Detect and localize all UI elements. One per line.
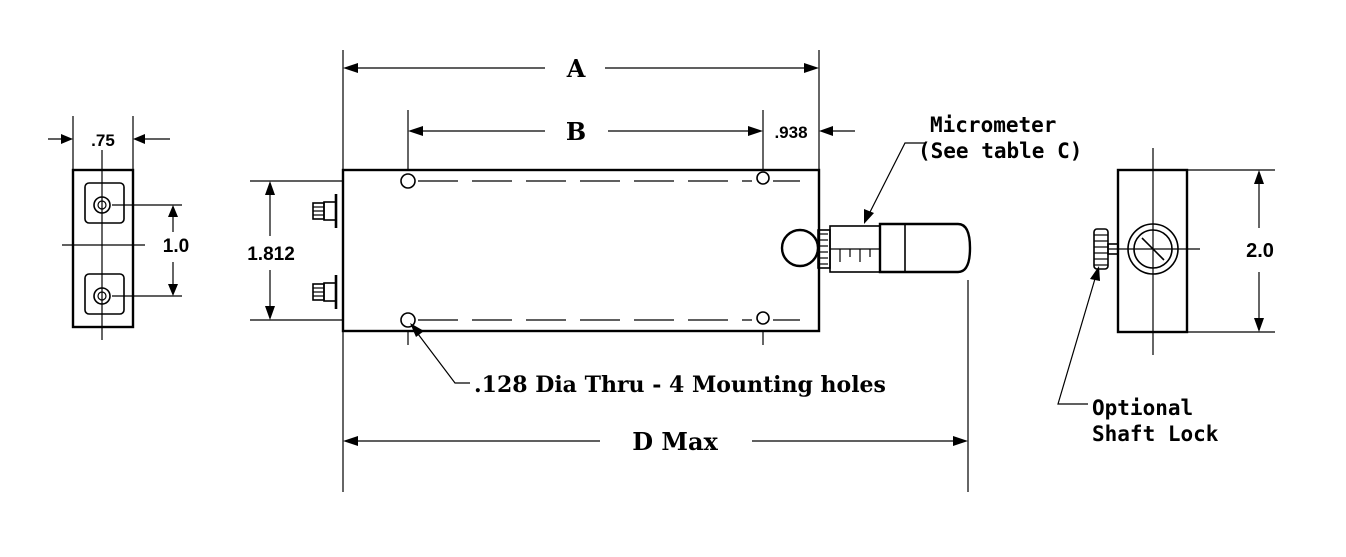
shaft-lock-knob <box>1093 228 1119 270</box>
callout-mounting-holes: .128 Dia Thru - 4 Mounting holes <box>474 372 886 398</box>
micrometer <box>780 222 972 274</box>
stage-body <box>341 168 821 333</box>
callout-micrometer-2: (See table C) <box>918 139 1082 163</box>
side-view-right: 2.0 Optional Shaft Lock <box>1057 148 1275 446</box>
dim-height: 1.812 <box>247 244 295 265</box>
mounting-hole-1 <box>400 173 416 189</box>
dim-B: B <box>566 117 586 146</box>
mount-block-top <box>84 182 125 224</box>
dim-D: D Max <box>632 427 718 456</box>
dim-A: A <box>566 54 586 83</box>
connector-bottom <box>312 275 338 309</box>
callout-shaft-lock-2: Shaft Lock <box>1092 422 1219 446</box>
micrometer-end <box>1127 223 1179 275</box>
dim-hole-spacing: 1.0 <box>163 236 189 257</box>
dim-offset: .938 <box>774 123 807 142</box>
mounting-hole-4 <box>756 311 770 325</box>
dim-width-left: .75 <box>91 131 115 150</box>
front-view: A B .938 1.812 <box>247 50 1082 492</box>
mounting-hole-2 <box>756 171 770 185</box>
mounting-hole-3 <box>400 312 416 328</box>
mount-block-bottom <box>84 273 125 315</box>
callout-shaft-lock-1: Optional <box>1092 396 1193 420</box>
callout-micrometer-1: Micrometer <box>930 113 1056 137</box>
end-view-body <box>71 168 135 329</box>
connector-top <box>312 194 338 228</box>
dim-side-height: 2.0 <box>1246 240 1274 262</box>
end-view-left: .75 1.0 <box>48 116 189 340</box>
